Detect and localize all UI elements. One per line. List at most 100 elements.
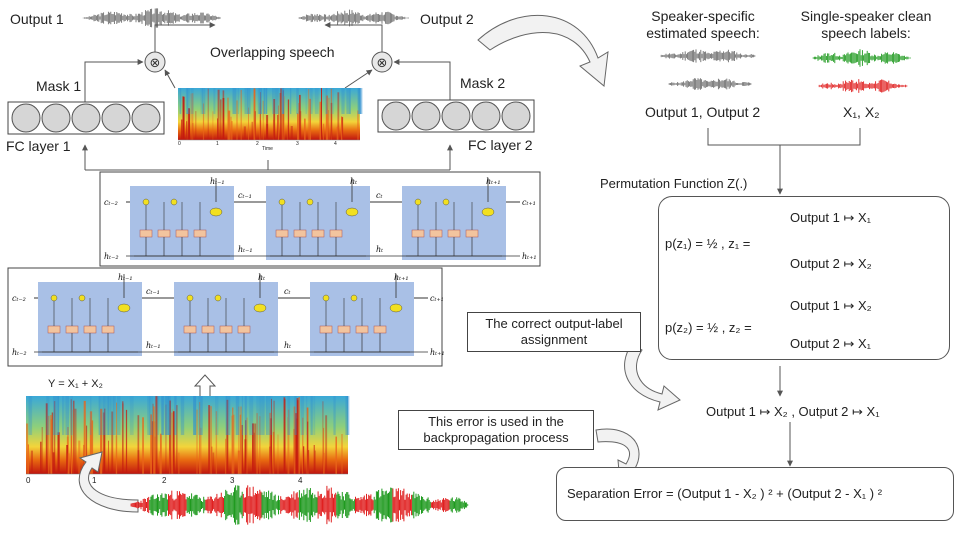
- spectrogram-streak: [211, 446, 213, 474]
- spectrogram-streak: [246, 417, 248, 474]
- lstm-gate: [101, 325, 115, 334]
- fc-neuron: [101, 103, 131, 133]
- spectrogram-streak: [176, 405, 178, 474]
- mask2-label: Mask 2: [460, 75, 506, 91]
- spectrogram-streak: [45, 403, 48, 474]
- spectrogram-band: [346, 396, 350, 435]
- spectrogram-streak: [303, 446, 305, 474]
- lstm-label: hₜ₋₁: [210, 177, 225, 186]
- flow-curved-arrow: [477, 14, 609, 87]
- spectrogram-streak: [299, 111, 302, 140]
- clean-speech-title-line2: speech labels:: [821, 25, 911, 41]
- lstm-gate: [319, 325, 333, 334]
- spectrogram-streak: [272, 119, 274, 140]
- small-spectrogram-xlabel: Time: [262, 146, 273, 152]
- spectrogram-band: [249, 396, 254, 435]
- lstm-label: hₜ₊₁: [394, 273, 409, 282]
- lstm-gate: [355, 325, 369, 334]
- spectrogram-streak: [273, 400, 275, 474]
- spectrogram-streak: [51, 412, 54, 474]
- big-tick-1: 1: [92, 476, 97, 485]
- spectrogram-streak: [150, 414, 152, 474]
- spectrogram-streak: [335, 436, 337, 474]
- spectrogram-band: [349, 88, 351, 114]
- fc1-label: FC layer 1: [6, 138, 71, 154]
- spectrogram-band: [305, 88, 307, 114]
- spectrogram-streak: [151, 421, 154, 474]
- spectrogram-streak: [236, 100, 238, 140]
- spectrogram-band: [241, 396, 243, 435]
- spectrogram-streak: [254, 423, 257, 474]
- spectrogram-streak: [238, 406, 240, 474]
- spectrogram-band: [65, 396, 69, 435]
- lstm-gate: [65, 325, 79, 334]
- spectrogram-streak: [217, 89, 220, 140]
- lstm-pointwise: [78, 294, 86, 302]
- lstm-gate: [293, 229, 307, 238]
- spectrogram-streak: [287, 409, 290, 474]
- spectrogram-band: [161, 396, 164, 435]
- spectrogram-band: [197, 396, 200, 435]
- spectrogram-band: [113, 396, 116, 435]
- spectrogram-band: [263, 88, 266, 114]
- lstm-tanh: [117, 303, 131, 313]
- spectrogram-band: [30, 396, 33, 435]
- spectrogram-streak: [282, 96, 285, 140]
- z2-case1: Output 1 ↦ X₂: [790, 298, 872, 313]
- lstm-gate: [237, 325, 251, 334]
- spectrogram-streak: [245, 420, 247, 474]
- lstm-label: cₜ₋₁: [238, 191, 252, 200]
- mask1-connector: [84, 59, 144, 102]
- lstm-tanh: [209, 207, 223, 217]
- spectrogram-streak: [215, 411, 218, 474]
- z2-case2: Output 2 ↦ X₁: [790, 336, 872, 351]
- lstm-pointwise: [186, 294, 194, 302]
- spectrogram-streak: [270, 418, 272, 474]
- mixture-waveform: [130, 485, 469, 525]
- spectrogram-streak: [53, 401, 56, 474]
- input-equation: Y = X₁ + X₂: [48, 378, 103, 390]
- lstm-gate: [337, 325, 351, 334]
- waveform-strokes: [818, 79, 908, 93]
- spectrogram-streak: [190, 93, 192, 140]
- spectrogram-streak: [142, 417, 144, 474]
- spectrogram-streak: [91, 420, 94, 474]
- lstm-gate: [411, 229, 425, 238]
- output2-waveform: [298, 9, 409, 27]
- merge-bracket: [707, 128, 861, 146]
- small-tick-3: 3: [296, 141, 299, 147]
- spectrogram-streak: [253, 432, 255, 474]
- lstm-label: hₜ₋₁: [146, 341, 161, 350]
- spectrogram-streak: [287, 125, 288, 140]
- spectrogram-band: [193, 396, 195, 435]
- big-tick-2: 2: [162, 476, 167, 485]
- spectrogram-band: [330, 88, 334, 114]
- spectrogram-streak: [283, 397, 286, 474]
- spectrogram-streak: [171, 412, 173, 474]
- spectrogram-streak: [189, 109, 191, 140]
- lstm-pointwise: [322, 294, 330, 302]
- spectrogram-streak: [137, 450, 140, 474]
- lstm-gate: [429, 229, 443, 238]
- spectrogram-band: [247, 88, 251, 114]
- spectrogram-band: [106, 396, 110, 435]
- spectrogram-streak: [102, 412, 105, 474]
- spectrogram-band: [190, 88, 194, 114]
- spectrogram-streak: [266, 115, 269, 140]
- spectrogram-streak: [50, 415, 53, 474]
- lstm-gate: [47, 325, 61, 334]
- lstm-label: hₜ₊₁: [522, 252, 537, 261]
- spectrogram-band: [333, 396, 336, 435]
- output1-waveform: [82, 8, 221, 28]
- clean-speech-title-line1: Single-speaker clean: [800, 8, 932, 24]
- fc-neuron: [71, 103, 101, 133]
- spectrogram-band: [259, 88, 263, 114]
- clean-speech-green-waveform: [812, 49, 911, 67]
- spectrogram-streak: [154, 436, 156, 474]
- spectrogram-band: [28, 396, 31, 435]
- lstm-pointwise: [350, 294, 358, 302]
- lstm-gate: [465, 229, 479, 238]
- spectrogram-band: [237, 88, 239, 114]
- clean-speech-title: Single-speaker clean speech labels:: [786, 8, 946, 42]
